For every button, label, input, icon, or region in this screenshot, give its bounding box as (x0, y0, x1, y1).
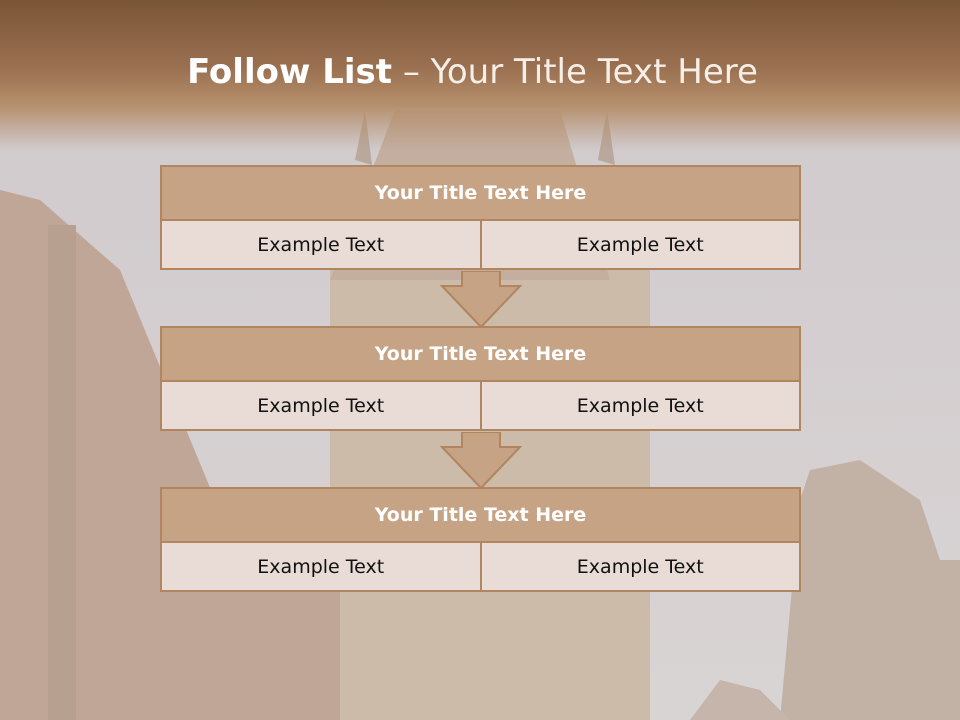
step-block-2: Your Title Text Here Example Text Exampl… (160, 326, 801, 431)
step-block-3: Your Title Text Here Example Text Exampl… (160, 487, 801, 592)
step-row: Example Text Example Text (160, 221, 801, 270)
step-row: Example Text Example Text (160, 543, 801, 592)
slide-title-bold: Follow List (187, 52, 393, 92)
step-left-text: Example Text (160, 543, 482, 592)
step-right-text: Example Text (481, 543, 801, 592)
step-title: Your Title Text Here (160, 326, 801, 382)
down-arrow-icon (440, 432, 522, 490)
step-left-text: Example Text (160, 382, 482, 431)
down-arrow-icon (440, 271, 522, 329)
slide-title: Follow List – Your Title Text Here (0, 52, 945, 92)
step-title: Your Title Text Here (160, 165, 801, 221)
slide-title-rest: – Your Title Text Here (392, 52, 758, 92)
step-row: Example Text Example Text (160, 382, 801, 431)
step-right-text: Example Text (481, 221, 801, 270)
title-bar (0, 0, 960, 150)
step-title: Your Title Text Here (160, 487, 801, 543)
right-building (780, 460, 960, 720)
step-right-text: Example Text (481, 382, 801, 431)
step-block-1: Your Title Text Here Example Text Exampl… (160, 165, 801, 270)
step-left-text: Example Text (160, 221, 482, 270)
